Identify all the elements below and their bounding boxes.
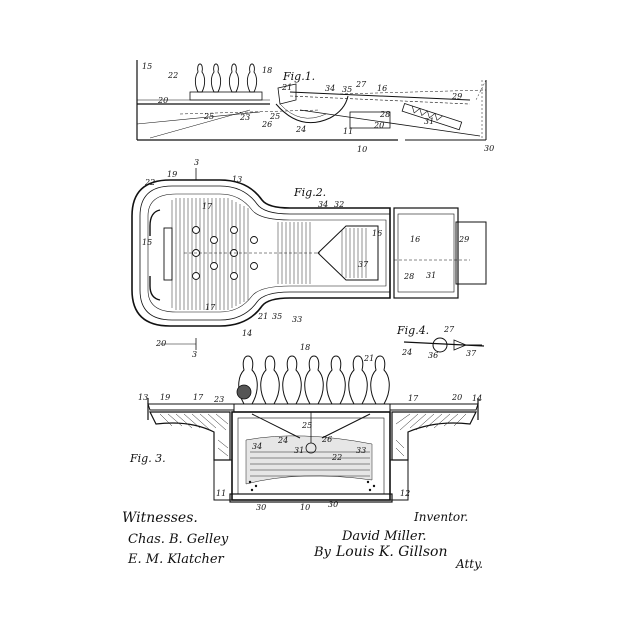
fig3-label: 12 bbox=[400, 489, 410, 498]
fig2-label: 3 bbox=[194, 158, 199, 167]
fig2-label: 34 bbox=[318, 200, 328, 209]
fig4-label: 24 bbox=[401, 348, 412, 357]
fig3-label: 10 bbox=[300, 503, 310, 512]
figure-3-cross-section: Fig. 3. bbox=[129, 343, 482, 512]
fig2-label: 15 bbox=[142, 238, 152, 247]
fig1-label: 15 bbox=[142, 62, 152, 71]
fig2-label: 33 bbox=[292, 315, 302, 324]
fig1-label: 24 bbox=[295, 125, 306, 134]
fig4-label: 27 bbox=[443, 325, 455, 334]
fig1-label: 20 bbox=[157, 96, 168, 105]
fig3-label: 17 bbox=[193, 393, 204, 402]
fig4-label: 37 bbox=[466, 349, 477, 358]
fig3-label: 18 bbox=[300, 343, 310, 352]
fig1-label: 28 bbox=[379, 110, 390, 119]
fig3-label: 30 bbox=[256, 503, 266, 512]
fig1-label: 22 bbox=[167, 71, 178, 80]
fig2-label: 17 bbox=[205, 303, 216, 312]
fig3-label: 25 bbox=[301, 421, 312, 430]
fig1-label: 31 bbox=[424, 117, 434, 126]
figure-4-detail: Fig.4. 27 24 36 37 bbox=[396, 324, 485, 360]
fig3-label: 22 bbox=[331, 453, 342, 462]
fig1-label: 20 bbox=[373, 121, 384, 130]
fig3-label: 17 bbox=[408, 394, 419, 403]
fig2-label: 31 bbox=[426, 271, 436, 280]
witnesses-heading: Witnesses. bbox=[122, 510, 198, 526]
fig1-label: 18 bbox=[262, 66, 272, 75]
fig4-label: 36 bbox=[428, 351, 438, 360]
fig3-label: 21 bbox=[363, 354, 374, 363]
fig1-title: Fig.1. bbox=[282, 70, 315, 83]
fig3-label: 26 bbox=[321, 435, 332, 444]
fig1-label: 27 bbox=[355, 80, 367, 89]
by-label: By bbox=[313, 545, 332, 560]
fig2-label: 20 bbox=[155, 339, 166, 348]
fig2-label: 3 bbox=[192, 350, 197, 359]
fig1-label: 29 bbox=[451, 92, 462, 101]
fig3-label: 19 bbox=[160, 393, 170, 402]
inventor-name: David Miller. bbox=[341, 529, 427, 544]
fig2-label: 19 bbox=[167, 170, 177, 179]
fig2-label: 35 bbox=[272, 312, 282, 321]
fig3-label: 14 bbox=[472, 394, 482, 403]
fig3-label: 13 bbox=[138, 393, 148, 402]
fig2-title: Fig.2. bbox=[293, 186, 326, 199]
fig3-label: 23 bbox=[213, 395, 224, 404]
fig1-label: 26 bbox=[261, 120, 272, 129]
fig3-label: 20 bbox=[451, 393, 462, 402]
fig2-label: 29 bbox=[458, 235, 469, 244]
fig1-label: 21 bbox=[281, 83, 292, 92]
fig1-label: 25 bbox=[203, 112, 214, 121]
fig3-label: 30 bbox=[328, 500, 338, 509]
fig2-pin-deck-hatching bbox=[171, 198, 311, 310]
fig3-label: 33 bbox=[356, 446, 366, 455]
figure-1-side-elevation: Fig.1. bbox=[136, 60, 494, 154]
fig2-label: 32 bbox=[334, 200, 344, 209]
fig2-label: 13 bbox=[232, 175, 242, 184]
fig2-label: 16 bbox=[372, 229, 382, 238]
inventor-heading: Inventor. bbox=[413, 510, 468, 524]
fig4-title: Fig.4. bbox=[396, 324, 429, 337]
fig1-label: 16 bbox=[377, 84, 387, 93]
fig2-label: 21 bbox=[257, 312, 268, 321]
witness-signature-1: Chas. B. Gelley bbox=[128, 532, 229, 547]
fig1-label: 23 bbox=[239, 113, 250, 122]
fig1-label: 35 bbox=[342, 85, 352, 94]
attorney-signature: Louis K. Gillson bbox=[335, 544, 447, 560]
fig3-pins bbox=[238, 355, 390, 405]
figure-2-plan-view: Fig.2. bbox=[131, 158, 487, 359]
fig3-label: 34 bbox=[252, 442, 262, 451]
fig1-label: 10 bbox=[357, 145, 367, 154]
fig2-label: 14 bbox=[242, 329, 252, 338]
fig1-label: 30 bbox=[484, 144, 494, 153]
atty-abbrev: Atty. bbox=[455, 557, 483, 571]
fig3-label: 31 bbox=[294, 446, 304, 455]
fig1-label: 11 bbox=[343, 127, 353, 136]
fig1-label: 34 bbox=[325, 84, 335, 93]
witness-signature-2: E. M. Klatcher bbox=[127, 552, 225, 567]
fig2-label: 28 bbox=[403, 272, 414, 281]
fig2-label: 16 bbox=[410, 235, 420, 244]
fig2-label: 37 bbox=[358, 260, 369, 269]
fig3-label: 11 bbox=[216, 489, 226, 498]
fig1-label: 25 bbox=[269, 112, 280, 121]
fig2-label: 22 bbox=[144, 178, 155, 187]
signature-block: Witnesses. Chas. B. Gelley E. M. Klatche… bbox=[122, 510, 483, 571]
fig3-label: 24 bbox=[277, 436, 288, 445]
fig1-pins bbox=[194, 63, 258, 93]
fig3-title: Fig. 3. bbox=[129, 452, 166, 465]
fig2-label: 17 bbox=[202, 202, 213, 211]
